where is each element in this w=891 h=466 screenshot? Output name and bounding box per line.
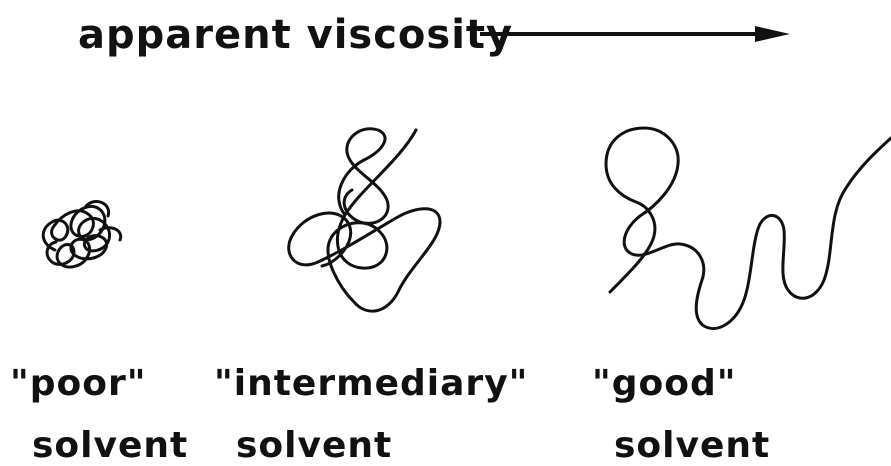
good-solvent-label: solvent: [614, 425, 771, 466]
poor-solvent-coil: [41, 200, 123, 269]
apparent-viscosity-title: apparent viscosity: [78, 12, 514, 58]
good-solvent-coil: [604, 126, 891, 330]
polymer-coil-drawings: [41, 126, 891, 330]
intermediary-quality-label: "intermediary": [214, 363, 529, 404]
poor-solvent-label: solvent: [32, 425, 189, 466]
good-quality-label: "good": [592, 363, 737, 404]
intermediary-solvent-label: solvent: [236, 425, 393, 466]
intermediary-solvent-coil: [287, 127, 442, 313]
viscosity-arrow: [480, 26, 790, 42]
poor-quality-label: "poor": [10, 363, 147, 404]
